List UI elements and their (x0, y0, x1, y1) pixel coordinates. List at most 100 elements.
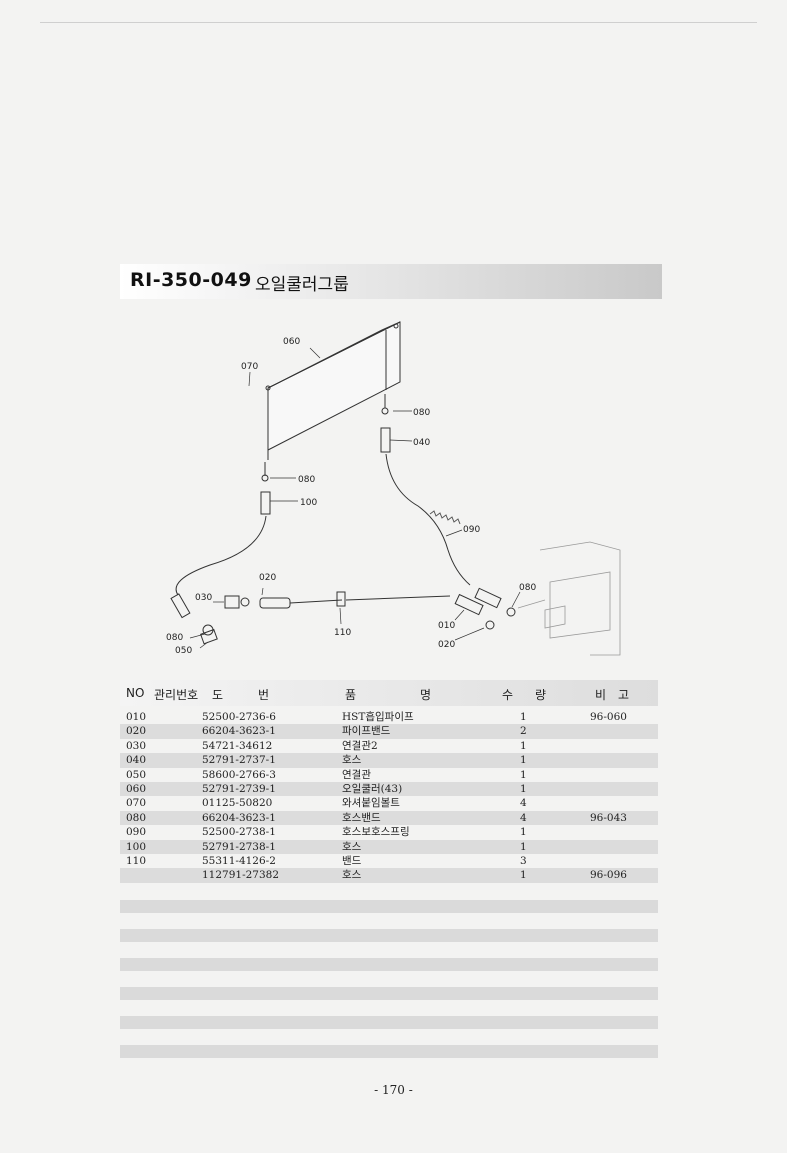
cell-name: 파이프밴드 (342, 725, 391, 738)
parts-diagram: 060 070 080 040 080 100 090 020 080 030 … (150, 310, 630, 670)
header-name-1: 품 (345, 688, 357, 702)
callout-020-left: 020 (259, 573, 276, 583)
hose-right (380, 394, 471, 586)
cell-note: 96-060 (590, 711, 627, 723)
cell-part: 66204-3623-1 (202, 811, 276, 824)
cell-name: 연결관 (342, 768, 371, 781)
cell-name: 밴드 (342, 854, 362, 867)
cell-qty: 1 (520, 826, 527, 839)
callout-050: 050 (175, 646, 192, 656)
cell-name: 호스 (342, 840, 362, 853)
page-number: - 170 - (374, 1083, 413, 1097)
cell-name: 와셔붙임볼트 (342, 797, 400, 810)
table-row: 050 58600-2766-3 연결관 1 (120, 768, 658, 782)
callout-080-lower: 080 (166, 633, 183, 643)
table-row: 090 52500-2738-1 호스보호스프링 1 (120, 825, 658, 839)
table-row: 112791-27382 호스 1 96-096 (120, 868, 658, 883)
header-no: NO (126, 686, 145, 700)
cell-part: 52791-2737-1 (202, 754, 276, 767)
callout-labels: 060 070 080 040 080 100 090 020 080 030 … (166, 337, 536, 656)
callout-080-upper: 080 (413, 408, 430, 418)
blank-row (120, 900, 658, 913)
cell-part: 01125-50820 (202, 797, 273, 810)
cell-name: 오일쿨러(43) (342, 782, 403, 795)
blank-row (120, 1016, 658, 1029)
cell-part: 52500-2736-6 (202, 711, 276, 723)
table-row: 080 66204-3623-1 호스밴드 4 96-043 (120, 810, 658, 826)
cell-no: 080 (126, 811, 147, 824)
header-part-2: 번 (258, 688, 270, 702)
cell-part: 52791-2739-1 (202, 782, 276, 795)
table-row: 110 55311-4126-2 밴드 3 (120, 854, 658, 868)
cell-no: 070 (126, 797, 147, 810)
blank-row (120, 958, 658, 971)
callout-100: 100 (300, 498, 317, 508)
cell-no: 030 (126, 739, 147, 752)
cell-qty: 1 (520, 768, 527, 781)
leader-lines (189, 347, 521, 649)
cell-qty: 1 (520, 782, 527, 795)
table-row: 010 52500-2736-6 HST흡입파이프 1 96-060 (120, 710, 658, 724)
callout-110: 110 (334, 628, 351, 638)
cell-no: 060 (126, 782, 147, 795)
blank-row (120, 929, 658, 942)
cell-name: 호스밴드 (342, 811, 381, 824)
table-row: 070 01125-50820 와셔붙임볼트 4 (120, 796, 658, 810)
header-name-2: 명 (420, 688, 432, 702)
cell-qty: 2 (520, 725, 527, 738)
cell-qty: 1 (520, 739, 527, 752)
title-bar: RI-350-049 오일쿨러그룹 (120, 264, 662, 299)
header-note-2: 고 (618, 688, 630, 702)
cell-part: 55311-4126-2 (202, 854, 276, 867)
header-mgmt: 관리번호 (154, 688, 199, 702)
cell-part: 52791-2738-1 (202, 840, 276, 853)
top-rule (40, 22, 757, 23)
cell-qty: 1 (520, 711, 527, 723)
cell-no: 090 (126, 826, 147, 839)
hose-left (170, 462, 271, 619)
callout-040: 040 (413, 438, 430, 448)
table-header: NO 관리번호 도 번 품 명 수 량 비 고 (120, 680, 658, 706)
callout-080-left: 080 (298, 475, 315, 485)
cell-name: 호스 (342, 869, 362, 882)
cell-no: 050 (126, 768, 147, 781)
cell-name: 호스보호스프링 (342, 826, 410, 839)
callout-020-right: 020 (438, 640, 455, 650)
callout-090: 090 (463, 525, 480, 535)
cell-qty: 1 (520, 869, 527, 882)
group-name: 오일쿨러그룹 (255, 275, 349, 295)
cell-qty: 1 (520, 754, 527, 767)
table-row: 100 52791-2738-1 호스 1 (120, 839, 658, 854)
header-qty-2: 량 (535, 688, 547, 702)
cell-qty: 4 (520, 811, 527, 824)
callout-030: 030 (195, 593, 212, 603)
cell-part: 54721-34612 (202, 739, 273, 752)
oil-cooler-panel (265, 321, 401, 460)
cell-qty: 3 (520, 854, 527, 867)
header-part-1: 도 (212, 688, 224, 702)
parts-diagram-svg: 060 070 080 040 080 100 090 020 080 030 … (166, 321, 621, 656)
group-code: RI-350-049 (130, 269, 252, 291)
cell-no: 100 (126, 840, 147, 853)
cell-name: HST흡입파이프 (342, 711, 414, 723)
cell-no: 020 (126, 725, 147, 738)
table-row: 020 66204-3623-1 파이프밴드 2 (120, 724, 658, 739)
cell-qty: 4 (520, 797, 527, 810)
cell-name: 호스 (342, 754, 362, 767)
table-row: 030 54721-34612 연결관2 1 (120, 739, 658, 753)
header-note-1: 비 (595, 688, 607, 702)
parts-table: 010 52500-2736-6 HST흡입파이프 1 96-060 020 6… (120, 710, 658, 883)
cell-note: 96-096 (590, 869, 627, 882)
cell-qty: 1 (520, 840, 527, 853)
header-qty-1: 수 (502, 688, 514, 702)
lower-pipe (200, 587, 516, 645)
engine-outline (517, 541, 621, 656)
cell-part: 66204-3623-1 (202, 725, 276, 738)
callout-080-right: 080 (519, 583, 536, 593)
callout-060: 060 (283, 337, 300, 347)
cell-name: 연결관2 (342, 739, 378, 752)
table-row: 060 52791-2739-1 오일쿨러(43) 1 (120, 781, 658, 797)
cell-no: 110 (126, 854, 147, 867)
cell-part: 112791-27382 (202, 869, 280, 882)
cell-part: 52500-2738-1 (202, 826, 276, 839)
